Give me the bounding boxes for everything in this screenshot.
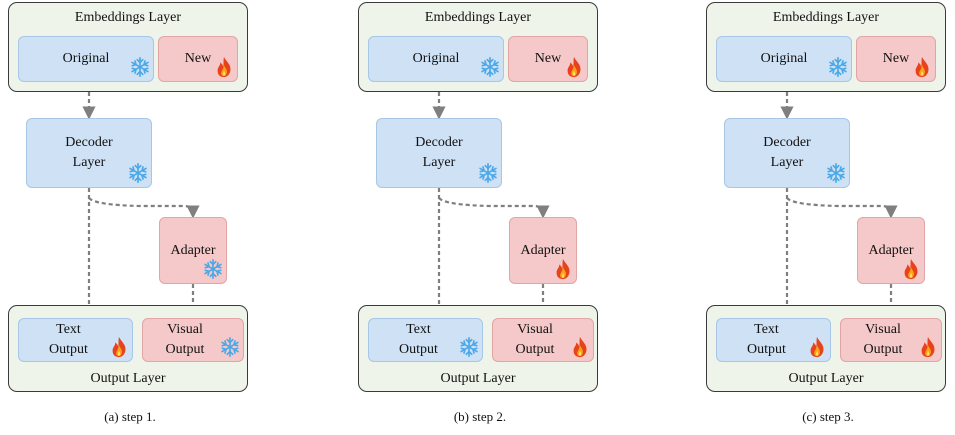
original-label: Original xyxy=(62,51,110,66)
original-embeddings-box: Original xyxy=(368,36,504,82)
snowflake-icon xyxy=(458,335,480,359)
step-caption: (a) step 1. xyxy=(104,409,156,424)
step-panel-3: Embeddings Layer Original New Decoder La… xyxy=(698,0,955,435)
fire-icon xyxy=(552,257,574,281)
visual-output-line2: Output xyxy=(515,342,555,357)
snowflake-icon xyxy=(827,55,849,79)
adapter-box: Adapter xyxy=(857,217,925,284)
original-label: Original xyxy=(760,51,808,66)
adapter-label: Adapter xyxy=(170,242,216,258)
text-output-line2: Output xyxy=(49,342,88,357)
step-panel-2: Embeddings Layer Original New Decoder La… xyxy=(350,0,650,435)
original-label: Original xyxy=(412,51,460,66)
snowflake-icon xyxy=(202,257,224,281)
decoder-layer-box: Decoder Layer xyxy=(376,118,502,188)
original-embeddings-box: Original xyxy=(716,36,852,82)
adapter-label: Adapter xyxy=(520,242,566,258)
text-output-box: Text Output xyxy=(716,318,831,362)
decoder-layer-box: Decoder Layer xyxy=(26,118,152,188)
decoder-layer-box: Decoder Layer xyxy=(724,118,850,188)
text-output-line1: Text xyxy=(406,322,431,337)
new-label: New xyxy=(882,51,910,66)
step-caption: (c) step 3. xyxy=(802,409,854,424)
fire-icon xyxy=(911,55,933,79)
output-layer-title: Output Layer xyxy=(788,371,864,386)
decoder-label-line2: Layer xyxy=(72,155,106,170)
fire-icon xyxy=(569,335,591,359)
visual-output-box: Visual Output xyxy=(142,318,244,362)
adapter-label: Adapter xyxy=(868,242,914,258)
text-output-line1: Text xyxy=(754,322,779,337)
text-output-box: Text Output xyxy=(368,318,483,362)
snowflake-icon xyxy=(127,161,149,185)
text-output-line2: Output xyxy=(399,342,438,357)
text-output-line2: Output xyxy=(747,342,786,357)
fire-icon xyxy=(806,335,828,359)
embeddings-layer-title: Embeddings Layer xyxy=(772,10,880,25)
text-output-box: Text Output xyxy=(18,318,133,362)
step-caption: (b) step 2. xyxy=(453,409,507,424)
visual-output-line1: Visual xyxy=(865,322,901,337)
visual-output-line2: Output xyxy=(863,342,903,357)
fire-icon xyxy=(563,55,585,79)
embeddings-layer-title: Embeddings Layer xyxy=(74,10,182,25)
decoder-label-line2: Layer xyxy=(770,155,804,170)
arrow-decoder-to-adapter xyxy=(786,197,898,219)
snowflake-icon xyxy=(825,161,847,185)
text-output-line1: Text xyxy=(56,322,81,337)
adapter-box: Adapter xyxy=(159,217,227,284)
fire-icon xyxy=(213,55,235,79)
visual-output-box: Visual Output xyxy=(840,318,942,362)
embeddings-layer-title: Embeddings Layer xyxy=(424,10,532,25)
adapter-box: Adapter xyxy=(509,217,577,284)
new-embeddings-box: New xyxy=(158,36,238,82)
decoder-label-line1: Decoder xyxy=(415,135,463,150)
snowflake-icon xyxy=(219,335,241,359)
fire-icon xyxy=(900,257,922,281)
new-embeddings-box: New xyxy=(856,36,936,82)
output-layer-title: Output Layer xyxy=(440,371,516,386)
original-embeddings-box: Original xyxy=(18,36,154,82)
fire-icon xyxy=(917,335,939,359)
visual-output-box: Visual Output xyxy=(492,318,594,362)
arrow-decoder-to-adapter xyxy=(88,197,200,219)
output-layer-title: Output Layer xyxy=(90,371,166,386)
new-label: New xyxy=(534,51,562,66)
decoder-label-line1: Decoder xyxy=(65,135,113,150)
visual-output-line1: Visual xyxy=(167,322,203,337)
arrow-decoder-to-adapter xyxy=(438,197,550,219)
step-panel-1: Embeddings Layer Original New Decoder La… xyxy=(0,0,300,435)
snowflake-icon xyxy=(129,55,151,79)
decoder-label-line1: Decoder xyxy=(763,135,811,150)
new-label: New xyxy=(184,51,212,66)
visual-output-line1: Visual xyxy=(517,322,553,337)
snowflake-icon xyxy=(479,55,501,79)
fire-icon xyxy=(108,335,130,359)
snowflake-icon xyxy=(477,161,499,185)
new-embeddings-box: New xyxy=(508,36,588,82)
visual-output-line2: Output xyxy=(165,342,205,357)
decoder-label-line2: Layer xyxy=(422,155,456,170)
